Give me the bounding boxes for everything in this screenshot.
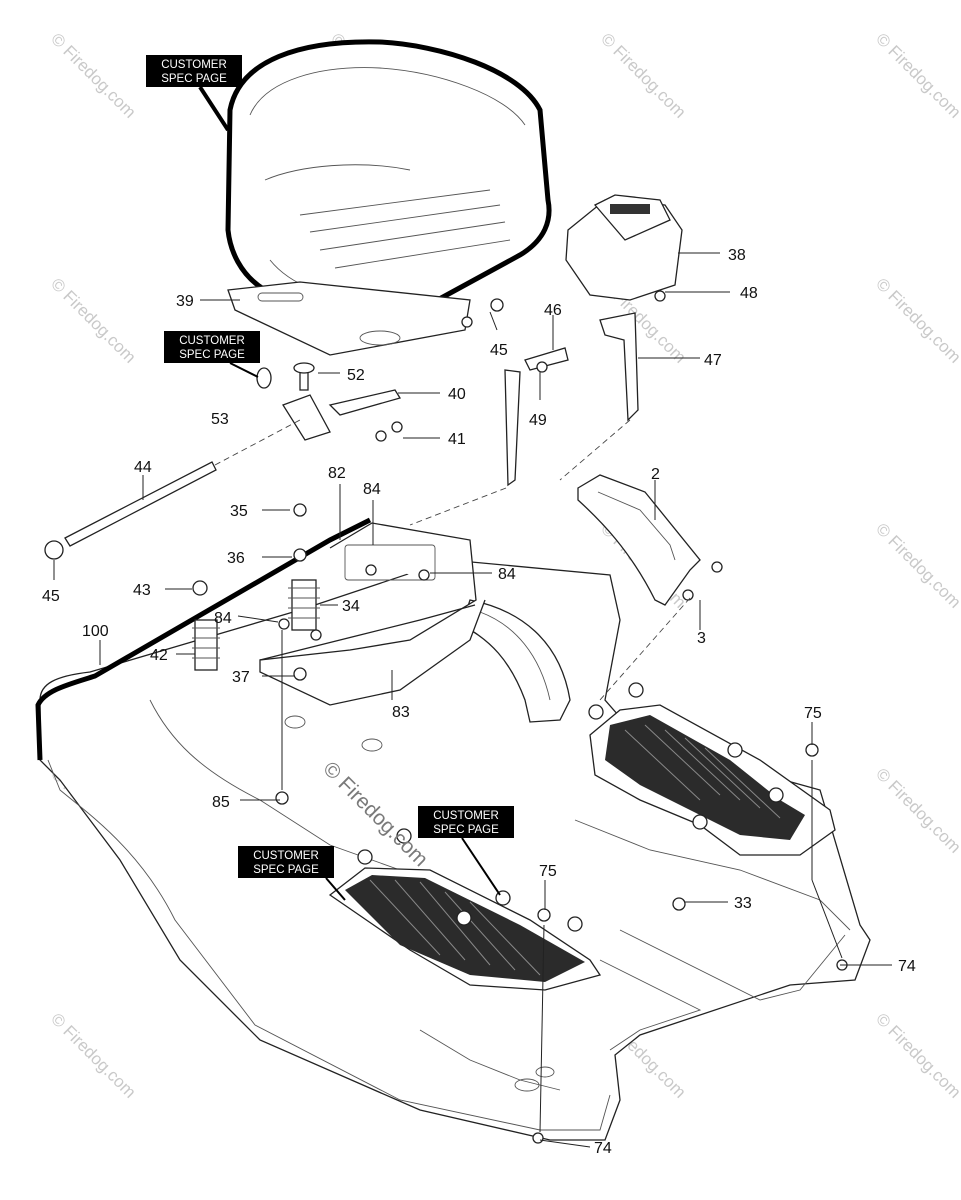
callout-40: 40 — [448, 386, 466, 403]
seat-pan — [227, 281, 473, 356]
watermark: © Firedog.com — [872, 1009, 961, 1101]
watermark: © Firedog.com — [597, 29, 689, 121]
seat — [225, 39, 552, 329]
spec-tag-line2: SPEC PAGE — [179, 349, 245, 361]
callout-100: 100 — [82, 623, 109, 640]
callout-45: 45 — [490, 342, 508, 359]
callout-37: 37 — [232, 669, 250, 686]
seat-hardware — [256, 298, 504, 442]
callout-39: 39 — [176, 293, 194, 310]
spec-tag: CUSTOMER SPEC PAGE — [146, 55, 242, 132]
callout-46: 46 — [544, 302, 562, 319]
right-footrest — [588, 682, 836, 856]
watermark: © Firedog.com — [47, 1009, 139, 1101]
callout-75: 75 — [539, 863, 557, 880]
callout-84: 84 — [214, 610, 232, 627]
callout-83: 83 — [392, 704, 410, 721]
callout-74: 74 — [898, 958, 916, 975]
watermark: © Firedog.com — [872, 764, 961, 856]
rod — [44, 461, 217, 560]
callout-36: 36 — [227, 550, 245, 567]
spec-tag-line2: SPEC PAGE — [433, 824, 499, 836]
callout-45: 45 — [42, 588, 60, 605]
spec-tag: CUSTOMER SPEC PAGE — [164, 331, 260, 378]
callout-42: 42 — [150, 647, 168, 664]
spec-tag-line1: CUSTOMER — [433, 810, 499, 822]
callout-53: 53 — [211, 411, 229, 428]
callout-44: 44 — [134, 459, 152, 476]
fender-shroud — [461, 599, 571, 723]
seat-mount-plate — [259, 522, 486, 706]
callout-84: 84 — [363, 481, 381, 498]
watermark: © Firedog.com — [47, 29, 139, 121]
watermark: © Firedog.com — [872, 519, 961, 611]
callout-82: 82 — [328, 465, 346, 482]
callout-35: 35 — [230, 503, 248, 520]
callout-47: 47 — [704, 352, 722, 369]
callout-2: 2 — [651, 466, 660, 483]
watermark: © Firedog.com — [872, 29, 961, 121]
leader-lines — [53, 252, 892, 1148]
fender-trim — [577, 474, 723, 606]
callout-41: 41 — [448, 431, 466, 448]
callout-48: 48 — [740, 285, 758, 302]
callout-85: 85 — [212, 794, 230, 811]
callout-43: 43 — [133, 582, 151, 599]
callout-labels: 2 3 33 34 35 36 37 38 39 40 41 42 43 44 … — [42, 247, 916, 1157]
callout-74: 74 — [594, 1140, 612, 1157]
part-100-outline — [35, 517, 372, 761]
hardware — [275, 564, 819, 922]
spec-tag-line1: CUSTOMER — [161, 59, 227, 71]
brackets — [504, 312, 639, 487]
spec-tag-line2: SPEC PAGE — [161, 73, 227, 85]
callout-52: 52 — [347, 367, 365, 384]
callout-49: 49 — [529, 412, 547, 429]
spec-tag-line1: CUSTOMER — [179, 335, 245, 347]
callout-75: 75 — [804, 705, 822, 722]
callout-3: 3 — [697, 630, 706, 647]
watermark: © Firedog.com — [47, 274, 139, 366]
battery-box — [565, 194, 683, 302]
spec-tag: CUSTOMER SPEC PAGE — [238, 846, 346, 901]
callout-38: 38 — [728, 247, 746, 264]
callout-33: 33 — [734, 895, 752, 912]
spec-tag-line2: SPEC PAGE — [253, 864, 319, 876]
watermark: © Firedog.com — [872, 274, 961, 366]
spec-tag: CUSTOMER SPEC PAGE — [418, 806, 514, 896]
springs — [192, 503, 320, 681]
callout-34: 34 — [342, 598, 360, 615]
spec-tag-line1: CUSTOMER — [253, 850, 319, 862]
callout-84: 84 — [498, 566, 516, 583]
left-footrest — [328, 828, 602, 991]
